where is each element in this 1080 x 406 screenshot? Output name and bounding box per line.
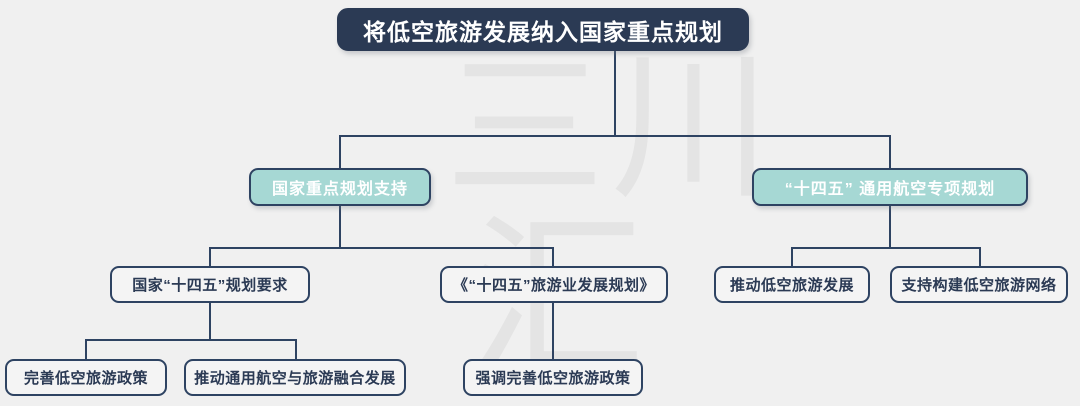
connector-right-children-bar bbox=[791, 247, 981, 249]
node-integrate-aviation-tourism[interactable]: 推动通用航空与旅游融合发展 bbox=[184, 359, 406, 396]
connector-node-a-down bbox=[209, 302, 211, 340]
node-root-title[interactable]: 将低空旅游发展纳入国家重点规划 bbox=[337, 8, 749, 51]
node-improve-policy-label: 完善低空旅游政策 bbox=[23, 370, 148, 387]
node-integrate-aviation-tourism-label: 推动通用航空与旅游融合发展 bbox=[194, 370, 396, 387]
connector-node-a-leaf1-drop bbox=[85, 339, 87, 359]
connector-left-child1-drop bbox=[209, 247, 211, 266]
node-tourism-plan-doc-label: 《“十四五”旅游业发展规划》 bbox=[452, 277, 655, 294]
connector-right-branch-down bbox=[889, 205, 891, 248]
connector-right-child1-drop bbox=[791, 247, 793, 266]
connector-node-b-down bbox=[552, 302, 554, 359]
node-branch-aviation-plan-label: “十四五” 通用航空专项规划 bbox=[784, 181, 996, 198]
connector-node-a-leaf2-drop bbox=[295, 339, 297, 359]
node-plan-requirement[interactable]: 国家“十四五”规划要求 bbox=[110, 266, 310, 303]
connector-level2-right-drop bbox=[889, 135, 891, 169]
node-tourism-plan-doc[interactable]: 《“十四五”旅游业发展规划》 bbox=[440, 266, 668, 303]
connector-node-a-bar bbox=[85, 339, 297, 341]
node-root-title-label: 将低空旅游发展纳入国家重点规划 bbox=[363, 18, 723, 45]
node-support-tourism-network[interactable]: 支持构建低空旅游网络 bbox=[890, 266, 1068, 303]
node-emphasize-policy-label: 强调完善低空旅游政策 bbox=[475, 370, 631, 387]
connector-left-children-bar bbox=[209, 247, 554, 249]
node-promote-lowaltitude-tourism-label: 推动低空旅游发展 bbox=[729, 277, 854, 294]
node-emphasize-policy[interactable]: 强调完善低空旅游政策 bbox=[463, 359, 643, 396]
watermark-text-primary: 三川 bbox=[445, 34, 778, 221]
connector-level2-left-drop bbox=[339, 135, 341, 169]
node-support-tourism-network-label: 支持构建低空旅游网络 bbox=[901, 277, 1057, 294]
node-branch-aviation-plan[interactable]: “十四五” 通用航空专项规划 bbox=[752, 168, 1028, 206]
node-promote-lowaltitude-tourism[interactable]: 推动低空旅游发展 bbox=[714, 266, 870, 303]
node-branch-national-plan-label: 国家重点规划支持 bbox=[271, 181, 408, 198]
node-plan-requirement-label: 国家“十四五”规划要求 bbox=[132, 277, 288, 294]
node-branch-national-plan[interactable]: 国家重点规划支持 bbox=[249, 168, 431, 206]
node-improve-policy[interactable]: 完善低空旅游政策 bbox=[5, 359, 167, 396]
connector-level2-bar bbox=[339, 135, 891, 137]
connector-title-down bbox=[614, 50, 616, 136]
connector-left-child2-drop bbox=[552, 247, 554, 266]
connector-right-child2-drop bbox=[979, 247, 981, 266]
connector-left-branch-down bbox=[339, 205, 341, 248]
